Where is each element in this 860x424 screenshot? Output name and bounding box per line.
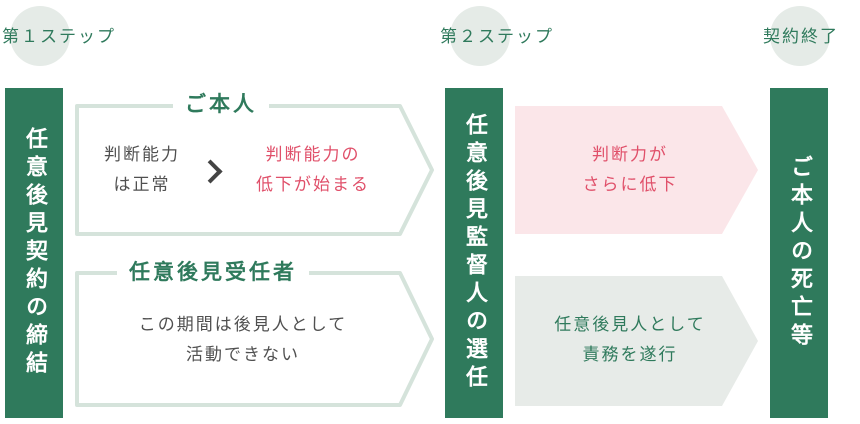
principal-before-text: 判断能力 は正常 bbox=[104, 145, 180, 195]
end-circle bbox=[770, 6, 830, 66]
selection-bar: 任意後見監督人の選任 bbox=[445, 88, 503, 418]
guardian-before-text: この期間は後見人として 活動できない bbox=[138, 315, 348, 365]
guardian-filled-arrow bbox=[515, 276, 758, 406]
contract-bar: 任意後見契約の締結 bbox=[5, 88, 63, 418]
selection-bar-label: 任意後見監督人の選任 bbox=[462, 113, 487, 393]
guardian-heading: 任意後見受任者 bbox=[117, 258, 309, 286]
principal-outline-arrow bbox=[75, 104, 434, 236]
step2-circle bbox=[450, 6, 510, 66]
death-bar-label: ご本人の死亡等 bbox=[787, 155, 812, 351]
step1-circle bbox=[10, 6, 70, 66]
end-label: 契約終了 bbox=[763, 27, 839, 47]
guardian-outline-arrow bbox=[75, 271, 434, 407]
principal-filled-arrow bbox=[515, 106, 758, 234]
step2-label: 第２ステップ bbox=[440, 27, 554, 47]
step1-label: 第１ステップ bbox=[2, 27, 116, 47]
death-bar: ご本人の死亡等 bbox=[770, 88, 828, 418]
principal-later-text: 判断力が さらに低下 bbox=[582, 145, 678, 195]
principal-after-text: 判断能力の 低下が始まる bbox=[256, 145, 370, 195]
principal-heading: ご本人 bbox=[173, 90, 269, 118]
guardian-later-text: 任意後見人として 責務を遂行 bbox=[554, 315, 706, 365]
contract-bar-label: 任意後見契約の締結 bbox=[22, 127, 47, 379]
